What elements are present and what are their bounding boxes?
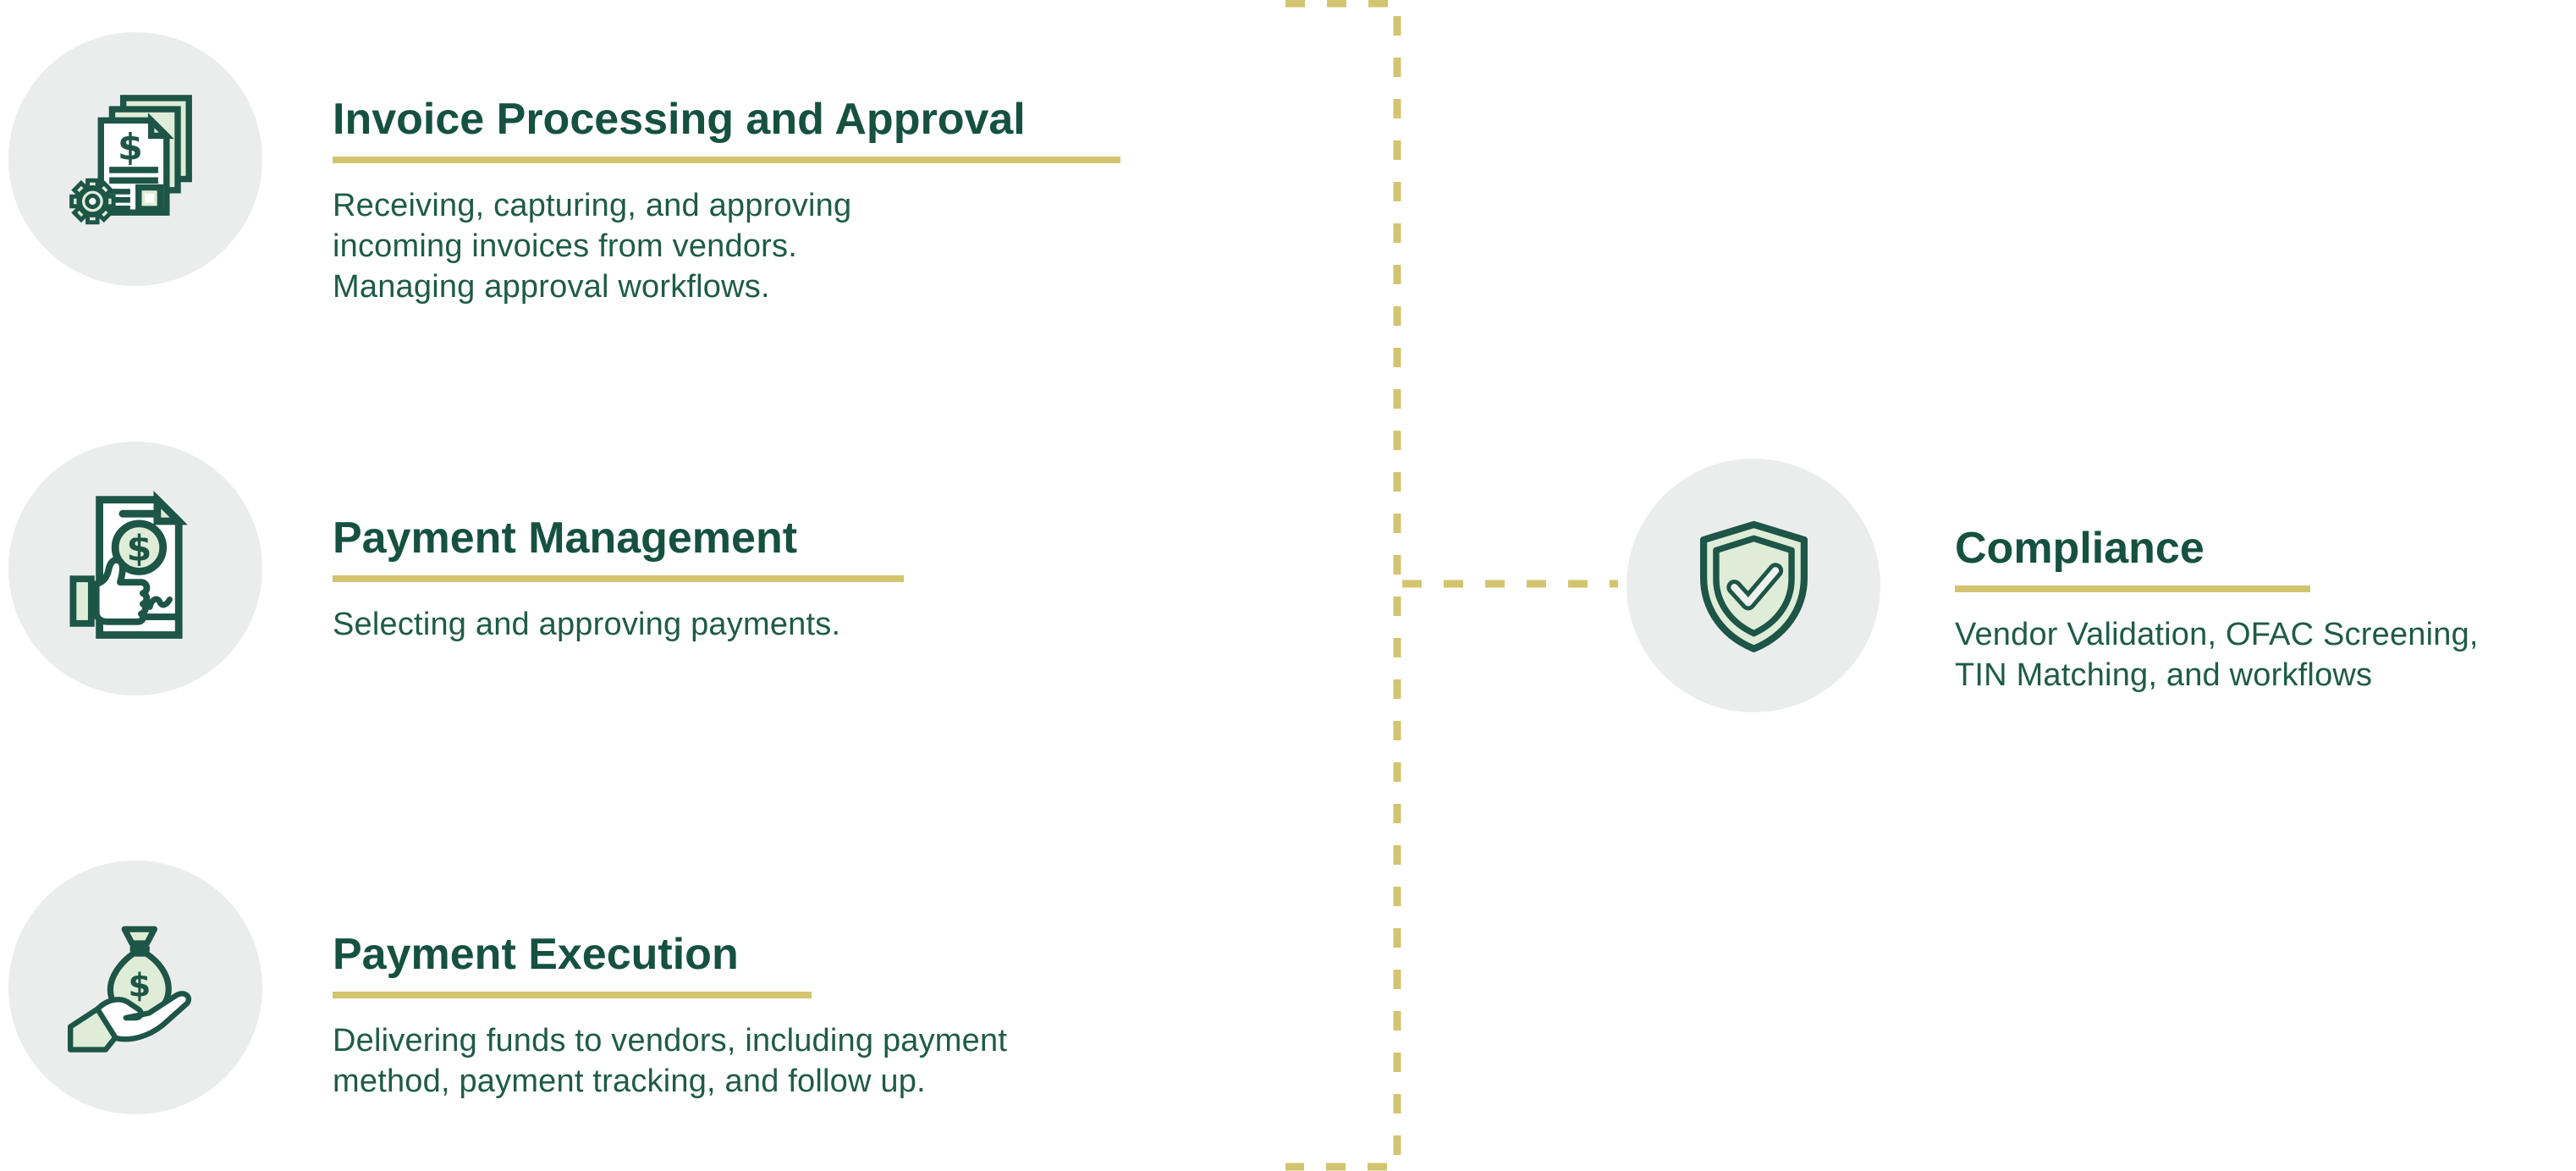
invoice-documents-gear-icon: $ bbox=[69, 94, 192, 224]
section-title: Payment Management bbox=[333, 514, 798, 563]
shield-checkmark-icon bbox=[1699, 520, 1808, 652]
section-description: Selecting and approving payments. bbox=[333, 607, 841, 642]
icon-circle: $ bbox=[8, 442, 262, 695]
icon-circle: $ bbox=[8, 860, 262, 1114]
svg-text:$: $ bbox=[126, 527, 151, 569]
connector-main-path bbox=[1285, 0, 1401, 1171]
title-underline bbox=[333, 992, 812, 998]
section-title: Compliance bbox=[1955, 524, 2204, 573]
money-bag-in-hand-icon: $ bbox=[68, 926, 192, 1053]
section-description: Vendor Validation, OFAC Screening, TIN M… bbox=[1955, 617, 2479, 693]
payment-approval-document-icon: $ bbox=[69, 490, 188, 639]
section-description: Delivering funds to vendors, including p… bbox=[333, 1023, 1008, 1099]
title-underline bbox=[1955, 586, 2310, 592]
icon-circle: $ bbox=[8, 32, 262, 286]
section-description: Receiving, capturing, and approving inco… bbox=[333, 188, 852, 305]
title-underline bbox=[333, 157, 1120, 163]
title-underline bbox=[333, 575, 904, 582]
section-title: Invoice Processing and Approval bbox=[333, 95, 1026, 144]
icon-circle bbox=[1627, 459, 1880, 712]
section-title: Payment Execution bbox=[333, 930, 739, 979]
svg-text:$: $ bbox=[117, 126, 142, 168]
svg-text:$: $ bbox=[128, 966, 151, 1004]
